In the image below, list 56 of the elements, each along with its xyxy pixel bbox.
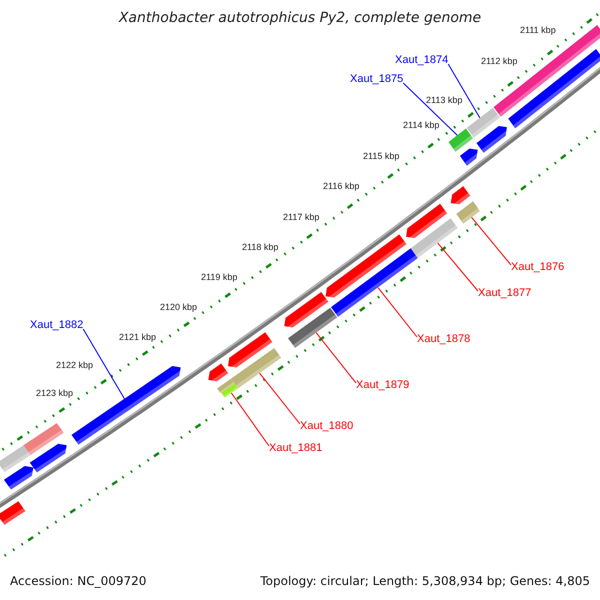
- leader-line: [437, 242, 478, 292]
- gene-feature: [30, 444, 68, 472]
- scale-label: 2114 kbp: [403, 120, 440, 130]
- gene-feature: [456, 201, 480, 224]
- gene-feature: [23, 423, 64, 455]
- gene-feature: [284, 292, 328, 328]
- scale-label: 2113 kbp: [426, 95, 462, 105]
- scale-label: 2112 kbp: [481, 56, 518, 66]
- genome-info-text: Topology: circular; Length: 5,308,934 bp; Genes: 4,805: [260, 574, 590, 588]
- scale-label: 2120 kbp: [160, 302, 198, 312]
- gene-feature: [450, 186, 470, 205]
- gene-feature: [331, 248, 418, 317]
- leader-line: [230, 392, 270, 446]
- gene-label: Xaut_1880: [300, 420, 354, 432]
- scale-label: 2121 kbp: [119, 332, 156, 342]
- title: Xanthobacter autotrophicus Py2, complete genome: [118, 10, 482, 26]
- scale-label: 2123 kbp: [36, 388, 74, 398]
- scale-label: 2119 kbp: [201, 272, 238, 282]
- gene-label: Xaut_1876: [511, 261, 564, 273]
- gene-label: Xaut_1881: [269, 442, 322, 454]
- leader-line: [402, 82, 458, 136]
- scale-label: 2118 kbp: [242, 242, 278, 252]
- scale-label: 2122 kbp: [56, 360, 94, 370]
- gene-feature: [217, 378, 234, 394]
- gene-label: Xaut_1874: [395, 54, 448, 66]
- gene-feature: [466, 108, 500, 138]
- gene-feature: [0, 445, 30, 472]
- gene-feature: [406, 204, 448, 239]
- scale-label: 2117 kbp: [283, 212, 320, 222]
- gene-label: Xaut_1875: [350, 73, 404, 85]
- gene-feature: [228, 332, 272, 368]
- gene-label: Xaut_1877: [478, 287, 532, 299]
- gene-feature: [0, 501, 26, 525]
- gene-label: Xaut_1879: [356, 379, 410, 391]
- scale-label: 2111 kbp: [520, 25, 556, 35]
- gene-feature: [288, 308, 338, 348]
- gene-feature: [476, 126, 508, 153]
- gene-feature: [448, 128, 473, 152]
- gene-feature: [4, 466, 35, 490]
- leader-line: [377, 287, 418, 338]
- leader-line: [471, 216, 512, 266]
- accession-text: Accession: NC_009720: [10, 574, 146, 588]
- gene-feature: [230, 348, 282, 388]
- leader-line: [259, 372, 300, 424]
- gene-feature: [460, 148, 480, 166]
- gene-feature: [221, 384, 238, 398]
- gene-feature: [208, 364, 228, 382]
- gene-label: Xaut_1882: [30, 319, 84, 331]
- gene-feature: [410, 218, 458, 258]
- leader-line: [448, 64, 480, 118]
- gene-feature: [326, 234, 406, 298]
- scale-label: 2116 kbp: [323, 181, 360, 191]
- scale-label: 2115 kbp: [363, 151, 400, 161]
- gene-label: Xaut_1878: [417, 333, 470, 345]
- leader-line: [316, 332, 356, 384]
- leader-line: [82, 328, 125, 400]
